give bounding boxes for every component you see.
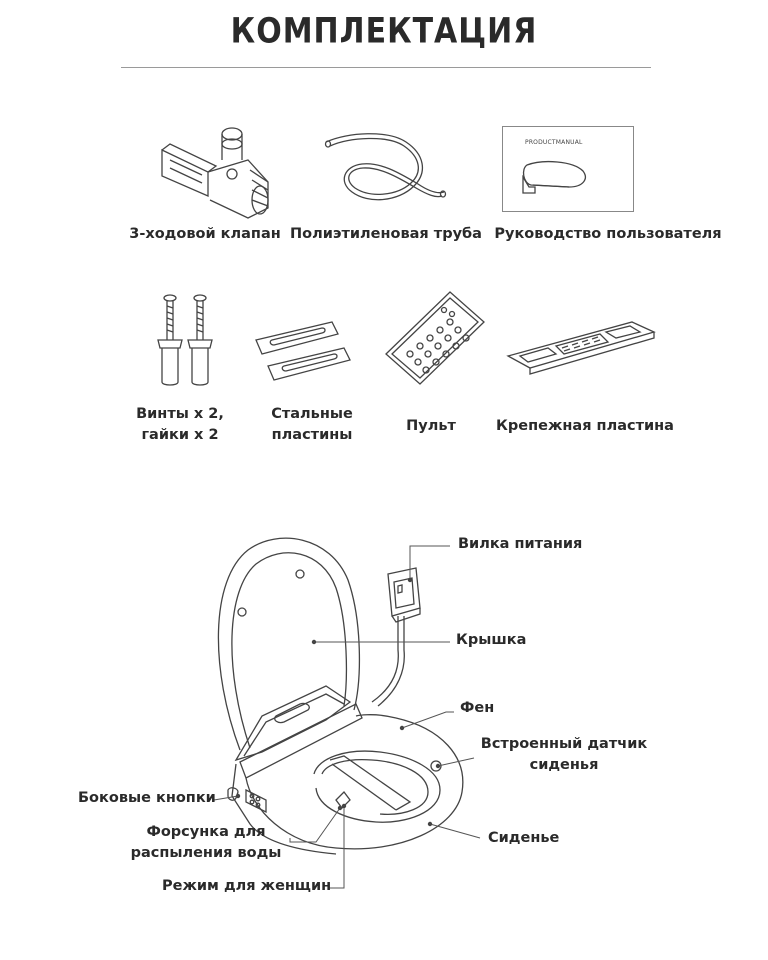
manual-cover-text: PRODUCTMANUAL: [525, 139, 583, 146]
label-pe-tube: Полиэтиленовая труба: [290, 226, 482, 242]
steel-plates-icon: [255, 321, 351, 381]
screws-nuts-icon: [157, 294, 213, 386]
label-user-manual: Руководство пользователя: [494, 226, 722, 242]
user-manual-icon: PRODUCTMANUAL: [502, 126, 634, 212]
label-remote-control: Пульт: [406, 418, 456, 434]
label-steel-plates: Стальные пластины: [271, 406, 353, 443]
callout-power-plug: Вилка питания: [458, 536, 583, 552]
callout-side-buttons: Боковые кнопки: [78, 790, 216, 806]
callout-dryer: Фен: [460, 700, 495, 716]
label-mounting-plate: Крепежная пластина: [496, 418, 674, 434]
manual-seat-illustration: [522, 160, 586, 194]
mounting-plate-icon: [506, 321, 656, 375]
label-screws-nuts: Винты x 2, гайки x 2: [136, 406, 224, 443]
callout-lid: Крышка: [456, 632, 527, 648]
bidet-seat-icon: [213, 537, 481, 889]
title-divider: [121, 67, 651, 68]
callout-female-mode: Режим для женщин: [162, 878, 332, 894]
page-title: КОМПЛЕКТАЦИЯ: [230, 11, 538, 52]
label-three-way-valve: 3-ходовой клапан: [129, 226, 281, 242]
callout-seat: Сиденье: [488, 830, 560, 846]
callout-seat-sensor: Встроенный датчик сиденья: [480, 736, 648, 773]
callout-water-nozzle: Форсунка для распыления воды: [130, 824, 282, 861]
pe-tube-icon: [324, 133, 447, 201]
three-way-valve-icon: [161, 127, 269, 219]
remote-control-icon: [385, 291, 485, 385]
